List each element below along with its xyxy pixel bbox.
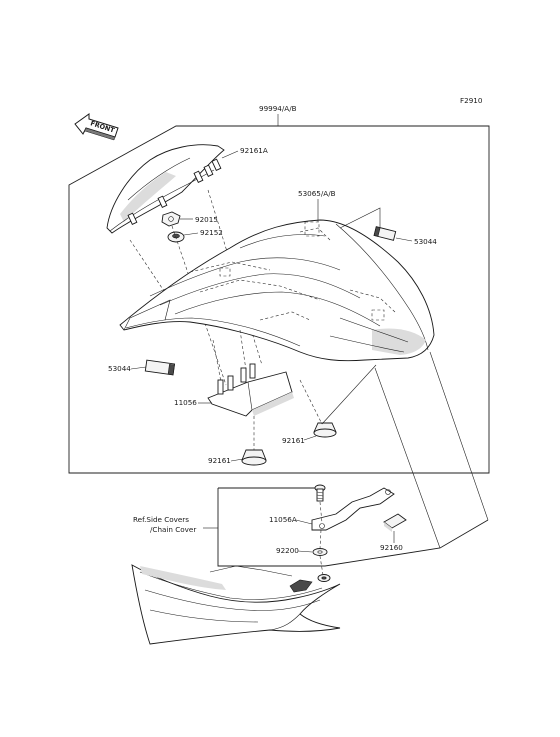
figure-code: F2910 [460,96,483,105]
part-label-11056: 11056 [174,398,197,407]
leader-53044-left [130,366,147,370]
leader-92161-right [303,435,317,441]
part-label-92152: 92152 [200,228,223,237]
part-label-53065: 53065/A/B [298,189,336,198]
part-label-92161-left: 92161 [208,456,231,465]
part-label-92161A: 92161A [240,146,268,155]
part-label-92200: 92200 [276,546,299,555]
lower-frame [217,488,489,567]
reference-note-line2: /Chain Cover [150,525,196,534]
leader-92200 [297,550,313,553]
part-label-53044-left: 53044 [108,364,131,373]
grommet-92161-right [313,422,337,438]
seat-cover-main [119,219,435,362]
leader-92152 [183,232,199,236]
part-label-53044-right: 53044 [414,237,437,246]
part-label-92161-right: 92161 [282,436,305,445]
mount-point [317,574,331,582]
grommet-92161-left [241,449,267,466]
reference-note-line1: Ref.Side Covers [133,515,189,524]
part-label-92160: 92160 [380,543,403,552]
damper-53044-left [144,359,176,376]
leader-53044-right [395,237,413,242]
front-arrow-icon: FRONT [74,113,119,141]
assembly-label: 99994/A/B [259,104,297,113]
damper-53044-right [373,226,397,241]
leader-92161A [221,150,239,159]
washer-92200 [312,548,328,556]
pad-92160 [383,513,407,532]
side-cover-reference [131,564,341,645]
leader-11056A [295,519,313,525]
part-label-11056A: 11056A [269,515,297,524]
part-label-92015: 92015 [195,215,218,224]
guide-line-1 [374,367,441,549]
bracket-11056A [311,487,395,531]
seat-cowl-cap [106,144,225,234]
bracket-11056 [207,363,294,417]
clip-nut-92015 [161,211,181,227]
leader-92161-left [230,458,244,462]
assembly-frame [68,125,490,474]
bolt [314,484,326,502]
guide-line-2 [429,351,489,521]
